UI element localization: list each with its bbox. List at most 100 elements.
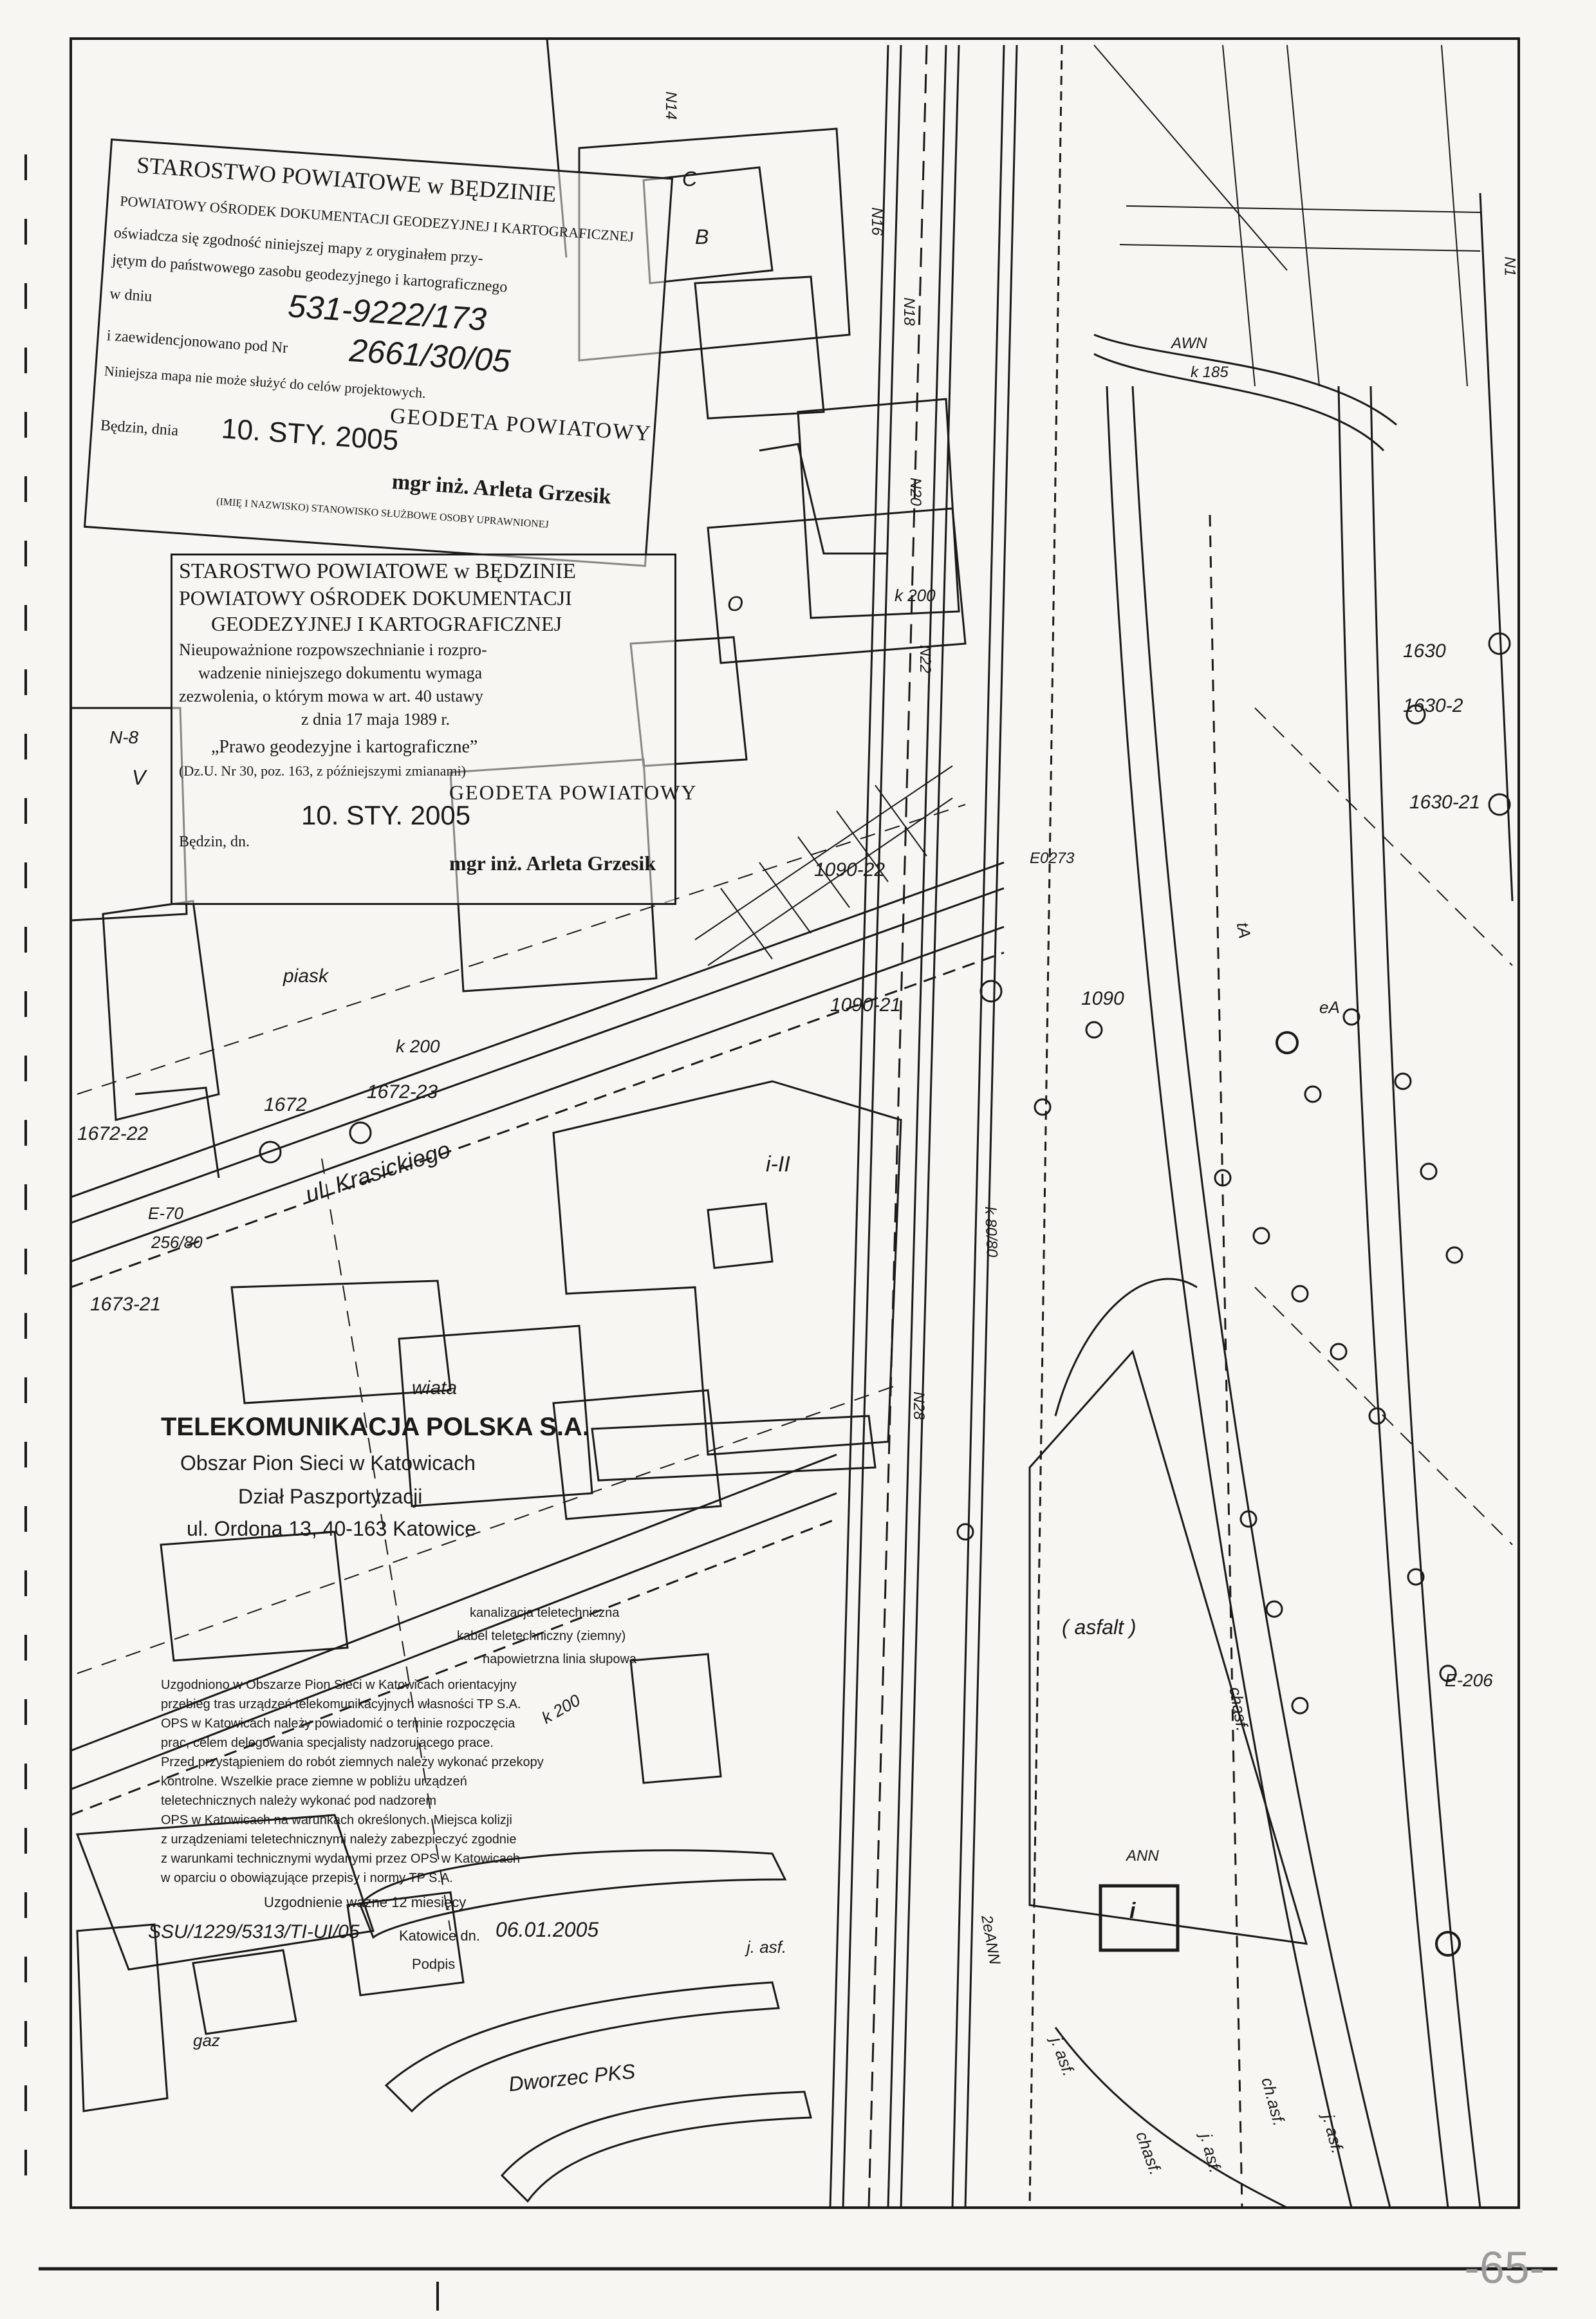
tp-l3: napowietrzna linia słupowa <box>483 1652 637 1666</box>
stamp2-text3: zezwolenia, o którym mowa w art. 40 usta… <box>179 687 483 705</box>
tp-l13: z warunkami technicznymi wydanymi przez … <box>161 1852 520 1866</box>
label-p1673-21: 1673-21 <box>90 1294 162 1315</box>
tp-l14: w oparciu o obowiązujące przepisy i norm… <box>161 1871 453 1885</box>
label-n14: N14 <box>662 91 680 120</box>
tp-l10: teletechnicznych należy wykonać pod nadz… <box>161 1794 437 1808</box>
utility-lines <box>77 707 1513 1932</box>
stamp2-date-value: 10. STY. 2005 <box>301 800 471 830</box>
hatched-strip <box>694 765 953 966</box>
stamp2-text2: wadzenie niniejszego dokumentu wymaga <box>198 664 483 682</box>
lower-buildings <box>75 1280 877 2112</box>
tp-l15: Uzgodnienie ważne 12 miesięcy <box>264 1894 467 1910</box>
tp-ref: SSU/1229/5313/TI-UI/05 <box>148 1921 360 1942</box>
stamp2-sign-name: mgr inż. Arleta Grzesik <box>449 852 656 875</box>
label-p1672-22: 1672-22 <box>77 1123 149 1144</box>
building-i-plaza <box>1099 1884 1180 1952</box>
page-number: -65- <box>1464 2242 1545 2293</box>
tp-l6: OPS w Katowicach należy powiadomić o ter… <box>161 1717 515 1731</box>
tp-l8: Przed przystąpieniem do robót ziemnych n… <box>161 1755 544 1769</box>
label-bld-v: V <box>132 766 146 789</box>
stamp2-sign-title: GEODETA POWIATOWY <box>449 781 698 804</box>
label-n28: N28 <box>910 1391 928 1420</box>
stamp-line4-label: i zaewidencjonowano pod Nr <box>106 327 288 357</box>
label-asphalt: ( asfalt ) <box>1062 1616 1137 1639</box>
label-bld-c: C <box>682 167 698 191</box>
label-e0273: E0273 <box>1030 850 1075 867</box>
stamp2-center1: POWIATOWY OŚRODEK DOKUMENTACJI <box>179 586 572 610</box>
tp-sign-label: Podpis <box>412 1956 456 1972</box>
tp-stamp: TELEKOMUNIKACJA POLSKA S.A. Obszar Pion … <box>148 1413 740 1979</box>
tp-city-date: 06.01.2005 <box>496 1918 599 1941</box>
label-p1090: 1090 <box>1081 988 1124 1009</box>
label-n8: N-8 <box>109 727 139 747</box>
label-k80: k 80/80 <box>981 1206 1001 1258</box>
label-n18: N18 <box>900 297 918 326</box>
stamp-line3-value: 531-9222/173 <box>286 288 488 338</box>
label-gaz: gaz <box>193 2031 220 2050</box>
tp-city-label: Katowice dn. <box>399 1928 480 1944</box>
stamp-line6-value: 10. STY. 2005 <box>220 413 400 457</box>
label-p1630-2: 1630-2 <box>1403 695 1463 716</box>
label-p1090-21: 1090-21 <box>830 994 902 1016</box>
label-sand: piask <box>283 965 329 987</box>
label-i-ii: i-II <box>766 1152 790 1177</box>
label-k185: k 185 <box>1191 364 1229 381</box>
label-j-asf-1: j. asf. <box>747 1937 787 1957</box>
sheet-frame <box>70 37 1520 2209</box>
stamp-sign-title: GEODETA POWIATOWY <box>389 404 653 446</box>
symbols <box>259 632 1511 1957</box>
label-p1672: 1672 <box>264 1094 307 1115</box>
stamp2-text5: „Prawo geodezyjne i kartograficzne” <box>211 737 478 757</box>
label-n1: N1 <box>1501 256 1519 277</box>
tp-l11: OPS w Katowicach na warunkach określonyc… <box>161 1813 512 1827</box>
label-n22: N22 <box>916 644 934 674</box>
tp-dept: Dział Paszportyzacji <box>238 1485 423 1508</box>
label-e70: E-70 <box>148 1204 183 1223</box>
right-roads <box>1054 192 1514 2209</box>
plaza <box>1028 1349 1308 1945</box>
tp-l9: kontrolne. Wszelkie prace ziemne w pobli… <box>161 1774 467 1789</box>
label-n20: N20 <box>907 477 925 507</box>
label-shed: wiata <box>412 1377 458 1399</box>
tp-address: ul. Ordona 13, 40-163 Katowice <box>187 1517 477 1540</box>
railway-lines <box>829 44 1063 2208</box>
junction-lines <box>1093 44 1481 387</box>
label-ea: eA <box>1319 998 1340 1017</box>
tp-l12: z urządzeniami teletechnicznymi należy z… <box>161 1832 517 1847</box>
stamp-line6-label: Będzin, dnia <box>100 417 179 440</box>
label-k200-a: k 200 <box>396 1036 440 1056</box>
stamp-sign-name: mgr inż. Arleta Grzesik <box>391 470 612 509</box>
label-awn: AWN <box>1171 335 1207 352</box>
label-p256: 256/80 <box>151 1233 203 1252</box>
stamp-line4-value: 2661/30/05 <box>348 331 512 380</box>
tp-l5: przebieg tras urządzeń telekomunikacyjny… <box>161 1697 521 1711</box>
label-p1672-23: 1672-23 <box>367 1081 438 1103</box>
stamp2-text4: z dnia 17 maja 1989 r. <box>301 710 450 729</box>
bus-platforms <box>359 1849 812 2203</box>
label-e206: E-206 <box>1445 1670 1493 1690</box>
tp-company: TELEKOMUNIKACJA POLSKA S.A. <box>161 1413 589 1441</box>
stamp2-date-label: Będzin, dn. <box>179 834 250 850</box>
label-k200-b: k 200 <box>895 586 936 605</box>
tp-l2: kabel teletechniczny (ziemny) <box>457 1629 626 1643</box>
tp-l1: kanalizacja teletechniczna <box>470 1606 620 1620</box>
label-bld-i: i <box>1129 1899 1136 1923</box>
stamp-certification: STAROSTWO POWIATOWE w BĘDZINIE POWIATOWY… <box>83 138 674 567</box>
label-ann: ANN <box>1126 1847 1159 1865</box>
label-p1630-21: 1630-21 <box>1409 792 1481 813</box>
tp-area: Obszar Pion Sieci w Katowicach <box>180 1451 476 1475</box>
stamp2-office: STAROSTWO POWIATOWE w BĘDZINIE <box>179 559 577 583</box>
label-bld-b: B <box>695 225 709 248</box>
label-bld-o: O <box>727 592 743 615</box>
stamp2-text1: Nieupoważnione rozpowszechnianie i rozpr… <box>179 640 487 659</box>
tp-l4: Uzgodniono w Obszarze Pion Sieci w Katow… <box>161 1678 517 1692</box>
label-p1630: 1630 <box>1403 640 1446 662</box>
label-n16: N16 <box>868 207 886 236</box>
stamp-copyright: STAROSTWO POWIATOWE w BĘDZINIE POWIATOWY… <box>171 554 696 905</box>
label-p1090-22: 1090-22 <box>814 859 886 880</box>
stamp-line3-label: w dniu <box>109 285 153 306</box>
stamp2-center2: GEODEZYJNEJ I KARTOGRAFICZNEJ <box>211 612 562 635</box>
lower-street <box>70 1453 837 1816</box>
tp-l7: prac, celem delegowania specjalisty nadz… <box>161 1736 494 1750</box>
